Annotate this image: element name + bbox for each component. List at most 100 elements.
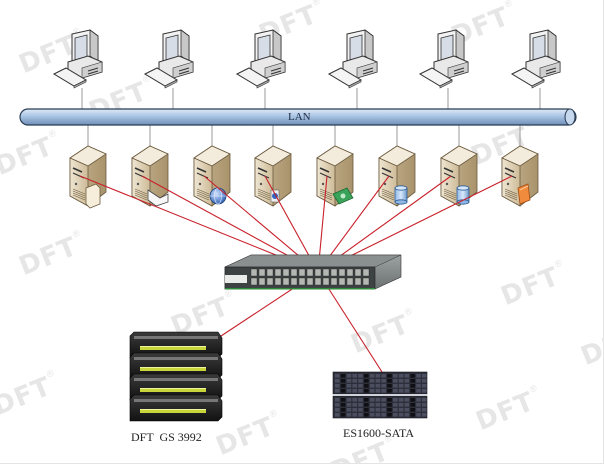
sfp-port <box>330 268 338 277</box>
drive-bay <box>404 398 410 402</box>
drive-bay <box>416 403 421 407</box>
drive-led-bar <box>140 388 206 392</box>
sfp-port <box>346 277 354 286</box>
drive-bay <box>422 413 427 417</box>
sfp-port <box>298 277 306 286</box>
drive-bay <box>410 374 415 378</box>
drive-bay <box>410 384 415 388</box>
drive-bay <box>381 403 386 407</box>
drive-bay <box>346 374 352 378</box>
drive-bay <box>422 389 427 393</box>
desktop-pc-icon <box>418 29 469 89</box>
drive-bay <box>375 379 381 383</box>
drive-bay <box>364 389 369 393</box>
drive-bay <box>387 384 392 388</box>
drive-bay <box>358 374 363 378</box>
drive-bay <box>358 379 363 383</box>
server-icon <box>440 145 478 207</box>
drive-bay <box>346 408 352 412</box>
sfp-port <box>346 268 354 277</box>
desktop-pc-icon <box>52 29 103 89</box>
drive-bay <box>346 389 352 393</box>
drive-bay <box>358 403 363 407</box>
sfp-port <box>298 268 306 277</box>
desktop-pc-icon <box>143 29 194 89</box>
money-icon <box>332 187 354 205</box>
drive-bay <box>393 398 398 402</box>
drive-bay <box>381 379 386 383</box>
drive-bay <box>387 413 392 417</box>
drive-bay <box>364 379 369 383</box>
sfp-port <box>362 268 370 277</box>
drive-bay <box>340 389 346 393</box>
sfp-port <box>266 277 274 286</box>
drive-bay <box>410 408 415 412</box>
sfp-port <box>362 277 370 286</box>
drive-bay <box>369 398 375 402</box>
drive-bay <box>381 374 386 378</box>
drive-bay <box>398 408 404 412</box>
drive-bay <box>398 379 404 383</box>
sfp-port <box>322 268 330 277</box>
drive-bay <box>393 408 398 412</box>
drive-bay <box>416 374 421 378</box>
sfp-port <box>290 277 298 286</box>
drive-bay <box>369 389 375 393</box>
sfp-port <box>266 268 274 277</box>
drive-bay <box>369 403 375 407</box>
sfp-port <box>306 268 314 277</box>
lan-label: LAN <box>288 111 311 123</box>
drive-bay <box>398 374 404 378</box>
database-icon <box>394 185 408 205</box>
drive-bay <box>398 389 404 393</box>
drive-bay <box>422 384 427 388</box>
drive-bay <box>335 389 340 393</box>
drive-bay <box>340 403 346 407</box>
sfp-port <box>282 268 290 277</box>
drive-bay <box>364 374 369 378</box>
drive-bay <box>358 408 363 412</box>
drive-bay <box>375 403 381 407</box>
drive-bay <box>369 374 375 378</box>
drive-bay <box>381 384 386 388</box>
drive-bay <box>369 384 375 388</box>
drive-bay <box>393 413 398 417</box>
drive-bay <box>364 413 369 417</box>
drive-bay <box>398 398 404 402</box>
drive-bay <box>387 403 392 407</box>
desktop-pc-icon <box>235 29 286 89</box>
drive-bay <box>340 379 346 383</box>
drive-bay <box>335 374 340 378</box>
drive-bay <box>381 389 386 393</box>
storage-label-es1600: ES1600-SATA <box>343 426 415 440</box>
drive-bay <box>340 408 346 412</box>
drive-bay <box>352 398 357 402</box>
sfp-port <box>338 268 346 277</box>
drive-bay <box>346 403 352 407</box>
drive-bay <box>335 413 340 417</box>
database-icon <box>456 185 470 205</box>
sfp-port <box>322 277 330 286</box>
sfp-port <box>250 268 258 277</box>
sfp-port <box>354 268 362 277</box>
drive-bay <box>393 379 398 383</box>
server-icon <box>378 145 416 207</box>
drive-bay <box>369 379 375 383</box>
drive-led-bar <box>140 346 206 350</box>
drive-bay <box>346 398 352 402</box>
folder-icon <box>85 183 101 209</box>
sfp-port <box>282 277 290 286</box>
fibre-switch-icon <box>224 254 402 290</box>
drive-bay <box>393 403 398 407</box>
drive-bay <box>335 379 340 383</box>
sfp-port <box>314 277 322 286</box>
lan-bus <box>19 108 577 126</box>
drive-bay <box>416 384 421 388</box>
drive-bay <box>422 408 427 412</box>
desktop-pc-icon <box>510 29 561 89</box>
sfp-port <box>258 268 266 277</box>
drive-bay <box>364 408 369 412</box>
drive-bay <box>387 398 392 402</box>
